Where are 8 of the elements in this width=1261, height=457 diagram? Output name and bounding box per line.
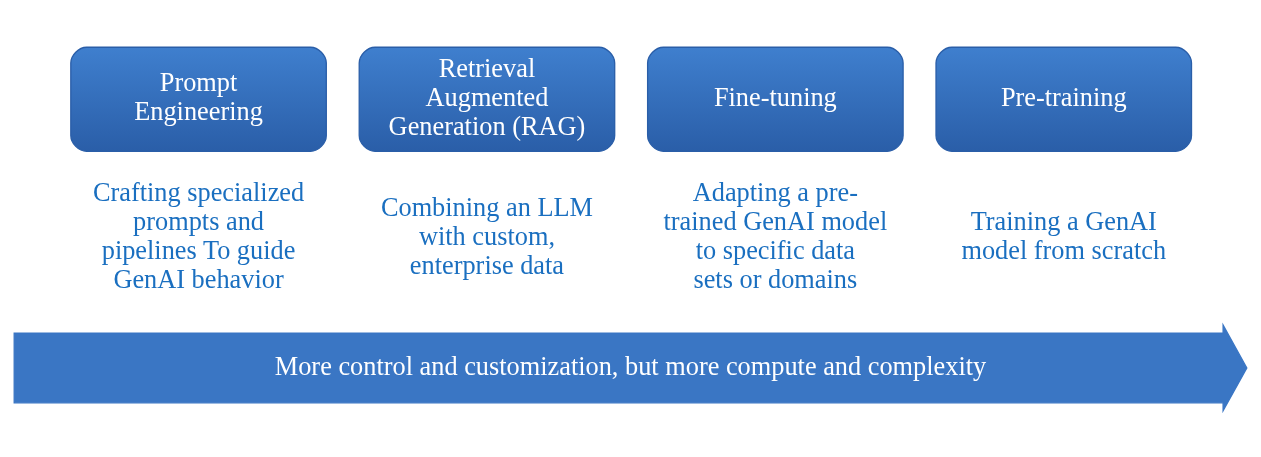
node-box: Prompt Engineering: [70, 46, 327, 152]
node-label: Combining an LLM with custom, enterprise data: [380, 192, 593, 280]
node-box: Retrieval Augmented Generation (RAG): [358, 46, 616, 152]
node-box: Pre-training: [935, 46, 1193, 152]
node-label: Adapting a pre-trained GenAI model to specific data sets or domains: [663, 177, 888, 294]
node-label: Training a GenAI model from scratch: [961, 206, 1167, 265]
node-label: Crafting specialized prompts and pipelines To guide GenAI behavior: [92, 177, 305, 294]
node-box: Fine-tuning: [646, 46, 904, 152]
